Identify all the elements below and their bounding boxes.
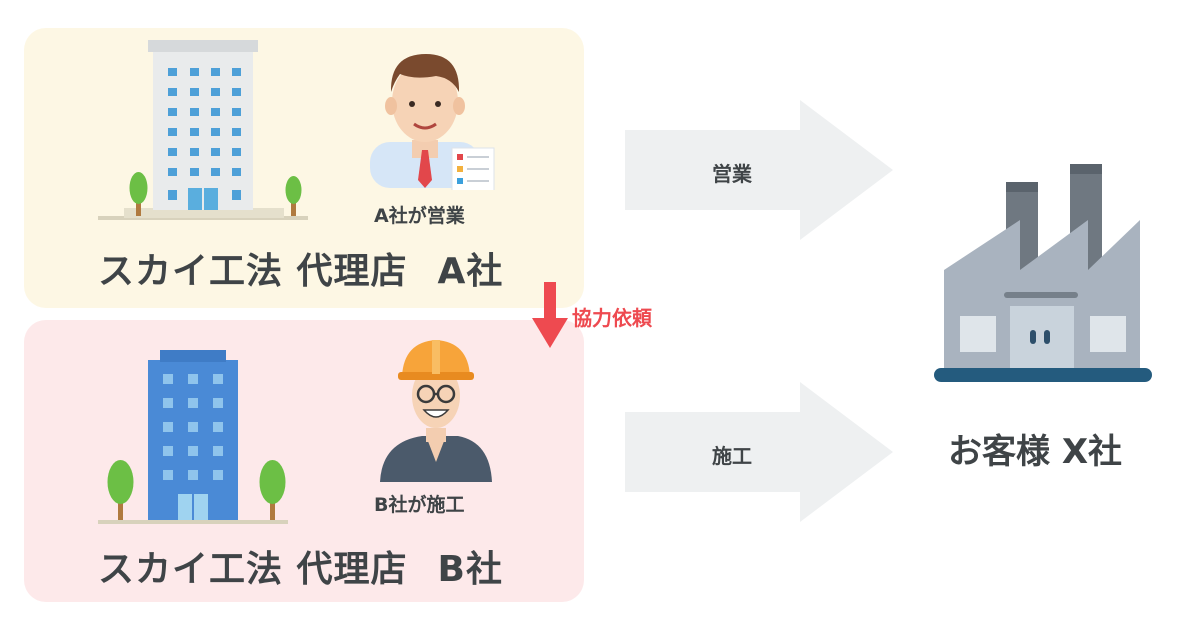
company-a-name-suffix: A社 bbox=[437, 251, 504, 292]
company-a-caption: A社が営業 bbox=[374, 205, 465, 227]
company-b-caption: B社が施工 bbox=[374, 494, 465, 516]
company-a-name: スカイ工法 代理店 A社 bbox=[98, 242, 503, 294]
cooperation-arrow-icon bbox=[532, 282, 568, 348]
blue-building-icon bbox=[98, 350, 288, 524]
sales-label: 営業 bbox=[712, 162, 752, 186]
construction-label: 施工 bbox=[712, 444, 752, 468]
company-a-panel: A社が営業 スカイ工法 代理店 A社 bbox=[24, 28, 584, 308]
company-a-name-main: スカイ工法 代理店 bbox=[98, 251, 408, 292]
construction-arrow bbox=[625, 382, 893, 522]
office-building-icon bbox=[98, 40, 308, 220]
company-b-panel: B社が施工 スカイ工法 代理店 B社 bbox=[24, 320, 584, 602]
company-b-name-main: スカイ工法 代理店 bbox=[98, 549, 408, 590]
factory-icon bbox=[934, 164, 1152, 382]
salesman-icon bbox=[370, 54, 495, 190]
company-b-name: スカイ工法 代理店 B社 bbox=[98, 540, 503, 592]
sales-arrow bbox=[625, 100, 893, 240]
construction-worker-icon bbox=[380, 340, 492, 482]
cooperation-label: 協力依頼 bbox=[572, 306, 652, 330]
customer-name: お客様 X社 bbox=[948, 432, 1123, 472]
company-b-name-suffix: B社 bbox=[437, 549, 503, 590]
